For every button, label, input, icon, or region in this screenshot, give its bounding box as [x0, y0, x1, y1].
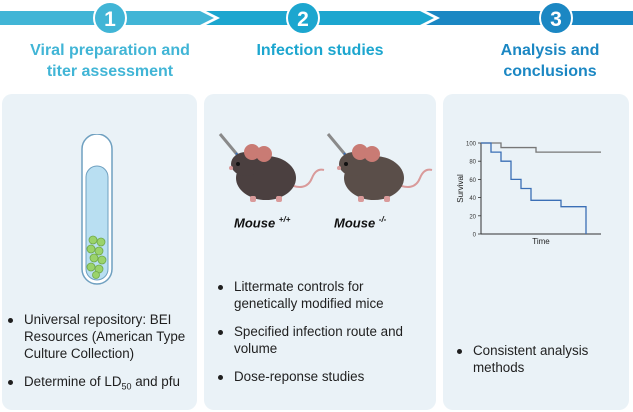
- panel-3-bullet-list: Consistent analysis methods: [455, 342, 625, 387]
- step-1-title: Viral preparation and titer assessment: [10, 40, 210, 82]
- y-tick-label: 80: [469, 160, 476, 166]
- process-arrow-band: [0, 11, 633, 25]
- x-axis-label: Time: [532, 237, 550, 246]
- y-tick-label: 60: [469, 178, 476, 184]
- bullet-dose-response: Dose-reponse studies: [216, 368, 428, 385]
- y-tick-label: 40: [469, 196, 476, 202]
- mouse-wildtype-label: Mouse +/+: [234, 215, 290, 230]
- y-tick-label: 20: [469, 214, 476, 220]
- bullet-littermate-controls: Littermate controls for genetically modi…: [216, 278, 428, 312]
- bullet-universal-repository: Universal repository: BEI Resources (Ame…: [6, 311, 190, 362]
- step-3-title: Analysis and conclusions: [470, 40, 630, 82]
- mouse-wildtype-label-text: Mouse: [234, 215, 276, 231]
- step-2-circle: 2: [286, 1, 320, 35]
- bullet-ld50-suffix: and pfu: [131, 374, 180, 389]
- mouse-knockout-label: Mouse -/-: [334, 215, 386, 230]
- bullet-ld50: Determine of LD50 and pfu: [6, 373, 190, 396]
- panel-infection-studies: Mouse +/+ Mouse -/- Littermate controls …: [204, 94, 436, 410]
- panel-2-bullet-list: Littermate controls for genetically modi…: [216, 278, 428, 396]
- step-1-title-line2: titer assessment: [46, 63, 174, 80]
- step-2-title: Infection studies: [210, 40, 430, 61]
- bullet-ld50-text: Determine of LD: [24, 374, 122, 389]
- bullet-ld50-subscript: 50: [121, 381, 132, 392]
- step-3-title-line1: Analysis and: [500, 42, 600, 59]
- arrow-segment-2: [206, 11, 434, 25]
- step-3-circle: 3: [539, 1, 573, 35]
- y-axis-label: Survival: [456, 174, 465, 203]
- panel-1-bullet-list: Universal repository: BEI Resources (Ame…: [6, 311, 190, 407]
- step-3-title-line2: conclusions: [503, 63, 597, 80]
- mouse-knockout-label-text: Mouse: [334, 215, 376, 231]
- test-tube-illustration: [81, 134, 113, 285]
- mouse-knockout-illustration: [326, 133, 433, 202]
- step-2-title-line1: Infection studies: [256, 42, 384, 59]
- bullet-analysis-methods: Consistent analysis methods: [455, 342, 625, 376]
- mouse-knockout-genotype: -/-: [378, 215, 387, 224]
- step-1-title-line1: Viral preparation and: [30, 42, 190, 59]
- step-1-circle: 1: [93, 1, 127, 35]
- mouse-wildtype-genotype: +/+: [278, 215, 291, 224]
- y-tick-label: 0: [473, 233, 477, 239]
- bullet-infection-route: Specified infection route and volume: [216, 323, 428, 357]
- mouse-wildtype-illustration: [218, 133, 325, 202]
- y-tick-label: 100: [466, 142, 477, 148]
- survival-curve-1: [481, 142, 601, 153]
- panel-viral-preparation: Universal repository: BEI Resources (Ame…: [2, 94, 197, 410]
- arrow-segment-3: [426, 11, 633, 25]
- survival-curve-2: [481, 142, 587, 234]
